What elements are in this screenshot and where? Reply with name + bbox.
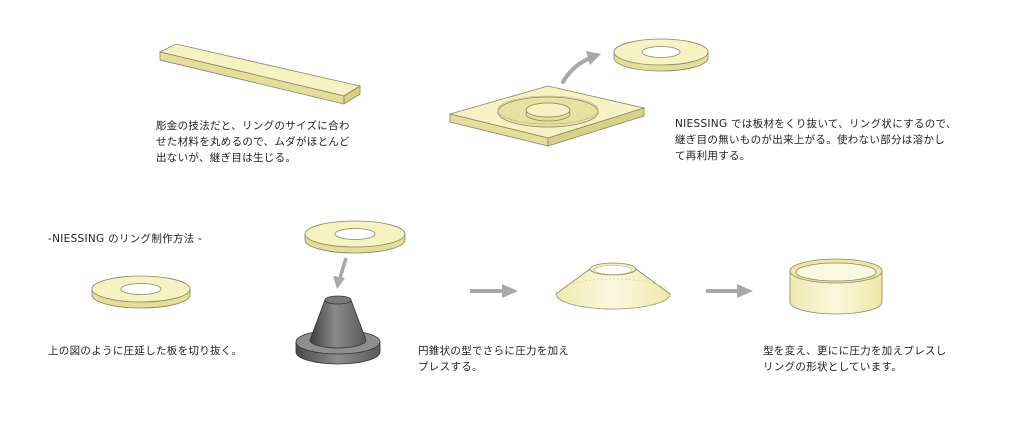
caption-line: せた材料を丸めるので、ムダがほとんど [156, 136, 350, 148]
cutout-sheet-illustration [448, 85, 646, 147]
metal-strip-illustration [158, 43, 362, 105]
caption-line: 継ぎ目の無いものが出来上がる。使わない部分は溶かし [675, 134, 945, 146]
caption-line: 型を変え、更にに圧力を加えプレスし [763, 345, 947, 357]
curved-arrow-icon [561, 51, 601, 84]
caption-line: 彫金の技法だと、リングのサイズに合わ [156, 120, 350, 132]
caption-line: リングの形状としています。 [763, 361, 903, 373]
caption-line: 出ないが、継ぎ目は生じる。 [156, 152, 297, 164]
right-arrow-icon [706, 284, 753, 298]
caption-line: 上の図のように圧延した板を切り抜く。 [48, 345, 243, 357]
flat-ring-top-illustration [613, 38, 709, 72]
section-title-text: -NIESSING のリング制作方法 - [48, 233, 203, 245]
flat-ring-above-mold-illustration [304, 220, 406, 254]
niessing-caption: NIESSING では板材をくり抜いて、リング状にするので、 継ぎ目の無いものが… [675, 116, 957, 164]
step1-caption: 上の図のように圧延した板を切り抜く。 [48, 343, 242, 359]
sheet-metal-caption: 彫金の技法だと、リングのサイズに合わ せた材料を丸めるので、ムダがほとんど 出な… [156, 118, 350, 166]
right-arrow-icon [470, 284, 518, 298]
flat-ring-step1-illustration [91, 275, 191, 309]
caption-line: て再利用する。 [675, 150, 751, 162]
down-arrow-icon [333, 257, 348, 289]
step3-caption: 型を変え、更にに圧力を加えプレスし リングの形状としています。 [763, 343, 947, 375]
caption-line: プレスする。 [418, 361, 483, 373]
caption-line: NIESSING では板材をくり抜いて、リング状にするので、 [675, 118, 957, 130]
step2-caption: 円錐状の型でさらに圧力を加え プレスする。 [418, 343, 569, 375]
cone-pressed-ring-illustration [555, 262, 671, 310]
caption-line: 円錐状の型でさらに圧力を加え [418, 345, 570, 357]
cylinder-ring-illustration [789, 258, 883, 315]
cone-mold-illustration [295, 295, 381, 365]
section-title: -NIESSING のリング制作方法 - [48, 231, 202, 247]
